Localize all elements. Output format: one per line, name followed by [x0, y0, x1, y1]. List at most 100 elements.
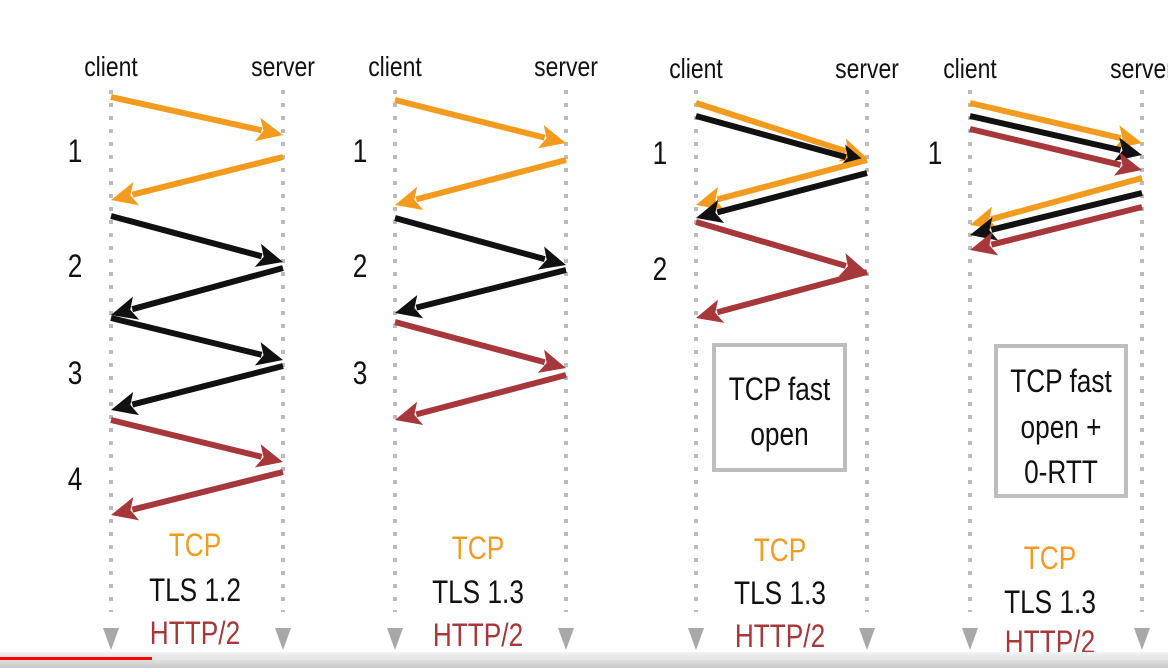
arrow-shaft [695, 113, 847, 161]
tcp-label: TCP [754, 534, 806, 569]
arrow-shaft [990, 175, 1143, 223]
lane-down-arrow-icon [859, 628, 875, 650]
http-label: HTTP/2 [735, 620, 825, 655]
feature-box [712, 343, 847, 472]
rtt-number: 1 [653, 137, 668, 172]
arrow-head [111, 497, 140, 521]
rtt-number: 1 [928, 137, 943, 172]
tls-request-arrow [394, 215, 566, 270]
arrow-head [970, 206, 999, 230]
lane-down-arrow-icon [558, 628, 574, 650]
server-label: server [251, 52, 315, 83]
arrow-shaft [131, 469, 284, 513]
tls-response-arrow [696, 170, 868, 223]
arrow-head [395, 401, 424, 425]
tcp-request-arrow [695, 100, 867, 162]
feature-box-text: 0-RTT [1024, 456, 1098, 491]
arrow-head [537, 246, 566, 270]
client-label: client [669, 54, 723, 85]
arrow-shaft [415, 372, 567, 418]
http-response-arrow [395, 372, 567, 425]
tcp-response-arrow [696, 157, 868, 210]
arrow-head [254, 444, 283, 468]
feature-box-text: TCP fast [729, 373, 831, 408]
arrow-shaft [716, 170, 868, 216]
arrow-shaft [110, 315, 263, 358]
arrow-head [111, 182, 140, 206]
rtt-number: 2 [653, 253, 668, 288]
http-label: HTTP/2 [433, 619, 523, 654]
arrow-shaft [695, 100, 847, 155]
client-label: client [943, 54, 997, 85]
tls-response-arrow [395, 267, 567, 319]
arrow-shaft [131, 363, 284, 408]
arrow-shaft [969, 126, 1122, 168]
arrow-head [255, 117, 283, 142]
arrow-shaft [990, 190, 1143, 233]
arrow-shaft [110, 94, 263, 134]
http-request-arrow [394, 319, 566, 373]
tls-label: TLS 1.3 [734, 577, 826, 612]
tls-label: TLS 1.2 [149, 574, 241, 609]
rtt-number: 4 [68, 463, 83, 498]
tcp-request-arrow [969, 100, 1142, 149]
tcp-response-arrow [970, 175, 1143, 230]
arrow-shaft [394, 215, 546, 263]
arrow-shaft [394, 97, 546, 141]
server-label: server [1110, 54, 1168, 85]
tcp-response-arrow [395, 157, 567, 210]
feature-box [994, 344, 1128, 498]
feature-box-text: open [750, 418, 808, 453]
http-request-arrow [695, 219, 867, 277]
arrow-shaft [716, 157, 868, 203]
arrow-shaft [716, 269, 868, 316]
tcp-request-arrow [110, 94, 283, 142]
rtt-number: 1 [68, 135, 83, 170]
arrow-head [970, 232, 999, 256]
http-request-arrow [969, 126, 1142, 176]
video-controls-bar [0, 652, 1168, 668]
arrow-head [838, 253, 867, 277]
arrow-head [696, 199, 725, 223]
tcp-label: TCP [1024, 542, 1076, 577]
http-request-arrow [110, 417, 283, 468]
arrow-head [111, 296, 140, 320]
lane-down-arrow-icon [1134, 628, 1150, 650]
arrow-shaft [131, 265, 284, 313]
arrow-head [111, 391, 140, 416]
server-label: server [534, 52, 598, 83]
rtt-number: 2 [68, 250, 83, 285]
rtt-number: 2 [353, 250, 368, 285]
video-progress-track[interactable] [0, 657, 1168, 660]
arrow-head [696, 299, 725, 323]
arrow-shaft [990, 204, 1143, 248]
arrow-shaft [110, 213, 263, 260]
tcp-label: TCP [169, 529, 221, 564]
arrow-shaft [969, 113, 1122, 154]
arrow-shaft [131, 154, 284, 198]
arrow-shaft [415, 157, 567, 203]
http-response-arrow [696, 269, 868, 323]
arrow-shaft [415, 267, 567, 311]
http-response-arrow [111, 469, 284, 521]
arrow-head [395, 295, 424, 319]
server-label: server [835, 54, 899, 85]
tls-request-arrow [110, 213, 283, 267]
lane-down-arrow-icon [103, 628, 119, 650]
tls-label: TLS 1.3 [432, 576, 524, 611]
arrow-shaft [969, 100, 1122, 141]
arrow-head [254, 342, 283, 366]
lane-down-arrow-icon [275, 628, 291, 650]
arrow-head [395, 186, 424, 210]
lane-down-arrow-icon [962, 628, 978, 650]
rtt-number: 3 [68, 357, 83, 392]
feature-box-text: TCP fast [1010, 365, 1112, 400]
video-progress-fill[interactable] [0, 657, 152, 660]
arrow-shaft [695, 219, 847, 269]
http-label: HTTP/2 [150, 617, 240, 652]
http-label-bg [992, 616, 1108, 650]
tcp-response-arrow [111, 154, 284, 206]
http-response-arrow [970, 204, 1143, 256]
client-label: client [368, 52, 422, 83]
